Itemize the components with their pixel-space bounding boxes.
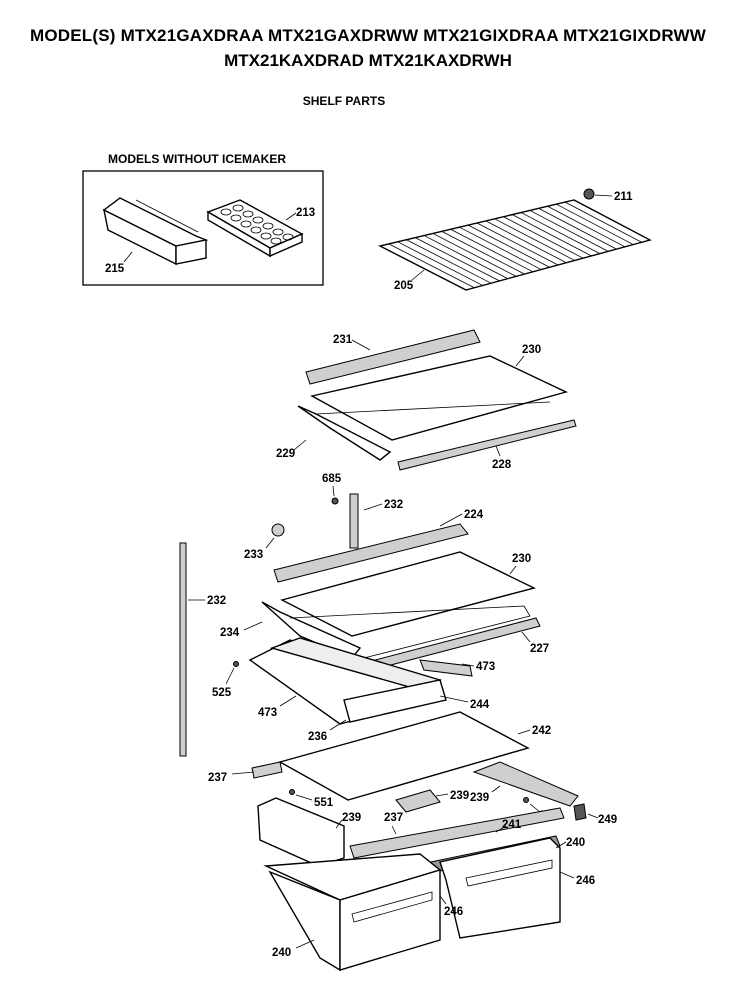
section-title: SHELF PARTS	[302, 94, 386, 108]
label-525: 525	[212, 687, 232, 699]
wire-rung	[423, 235, 509, 279]
ice-bin-illustration	[102, 197, 209, 266]
wire-rung	[547, 205, 626, 248]
shelf-support-bracket	[349, 493, 359, 549]
icemaker-inset: 213 215	[82, 170, 324, 286]
wire-rung	[379, 245, 467, 291]
wire-rung	[512, 214, 592, 257]
roller-249-icon	[573, 803, 587, 821]
crisper-cover-glass	[278, 711, 530, 801]
shelf-trim-224	[273, 523, 469, 583]
wire-rung	[450, 228, 534, 273]
upper-shelf-assembly	[297, 329, 577, 471]
shelf-stop-icon	[583, 188, 595, 200]
label-473-right: 473	[476, 661, 495, 673]
label-237-lower: 237	[384, 812, 403, 824]
shelf-stop-233-icon	[271, 523, 285, 537]
inset-title: MODELS WITHOUT ICEMAKER	[108, 152, 286, 166]
screw-551-right-icon	[523, 797, 529, 803]
label-232-upper: 232	[384, 499, 403, 511]
label-227: 227	[530, 643, 549, 655]
label-229: 229	[276, 448, 295, 460]
label-239-center: 239	[450, 790, 469, 802]
middle-shelf-assembly	[261, 551, 541, 673]
label-232-lower: 232	[207, 595, 226, 607]
cover-bracket-237	[251, 761, 283, 779]
label-234: 234	[220, 627, 240, 639]
label-236: 236	[308, 731, 327, 743]
label-240-left: 240	[272, 947, 291, 959]
inset-frame	[82, 170, 324, 286]
wire-rung	[459, 226, 542, 270]
label-213: 213	[296, 207, 315, 219]
drawer-slide-right	[472, 761, 579, 807]
drawer-rail-237	[349, 807, 565, 859]
label-240-right: 240	[566, 837, 585, 849]
models-line-1: MODEL(S) MTX21GAXDRAA MTX21GAXDRWW MTX21…	[30, 26, 706, 45]
label-551-left: 551	[314, 797, 334, 809]
slide-clip-239	[395, 789, 441, 813]
label-228: 228	[492, 459, 512, 471]
label-246-left: 246	[444, 906, 463, 918]
wire-rung	[476, 222, 559, 266]
wire-rung	[564, 201, 642, 243]
wire-rung	[529, 210, 609, 252]
label-211: 211	[614, 191, 633, 203]
label-685: 685	[322, 473, 342, 485]
wire-rung	[573, 199, 651, 241]
label-246-right: 246	[576, 875, 595, 887]
label-231: 231	[333, 334, 353, 346]
label-242: 242	[532, 725, 551, 737]
label-244: 244	[470, 699, 490, 711]
wire-rung	[520, 212, 601, 254]
label-237-left: 237	[208, 772, 227, 784]
wire-rung	[467, 224, 550, 268]
screw-icon	[331, 497, 339, 505]
wire-rung	[494, 218, 575, 261]
wire-rung	[397, 241, 483, 286]
label-249: 249	[598, 814, 617, 826]
crisper-frame-assembly	[248, 637, 473, 725]
screw-525-icon	[233, 661, 239, 667]
models-line-2: MTX21KAXDRAD MTX21KAXDRWH	[224, 51, 512, 70]
vertical-rail-232	[179, 542, 187, 757]
wire-rung	[556, 203, 634, 245]
label-233: 233	[244, 549, 263, 561]
wire-rung	[432, 233, 517, 277]
wire-rung	[441, 231, 525, 275]
crisper-drawer-left	[263, 853, 442, 972]
label-241: 241	[502, 819, 522, 831]
wire-rung	[406, 239, 492, 284]
label-230-middle: 230	[512, 553, 531, 565]
wire-rung	[485, 220, 567, 264]
label-205: 205	[394, 280, 414, 292]
wire-rung	[538, 208, 617, 250]
wire-rung	[388, 243, 475, 289]
screw-551-left-icon	[289, 789, 295, 795]
drawer-support-left	[257, 797, 345, 867]
wire-rung	[503, 216, 584, 259]
label-239-lower: 239	[342, 812, 361, 824]
ice-tray-illustration	[206, 199, 304, 258]
label-224: 224	[464, 509, 484, 521]
label-239-right: 239	[470, 792, 489, 804]
wire-shelf-illustration	[377, 188, 652, 291]
wire-rung	[415, 237, 500, 282]
label-473-left: 473	[258, 707, 277, 719]
label-215: 215	[105, 263, 125, 275]
label-230-upper: 230	[522, 344, 541, 356]
